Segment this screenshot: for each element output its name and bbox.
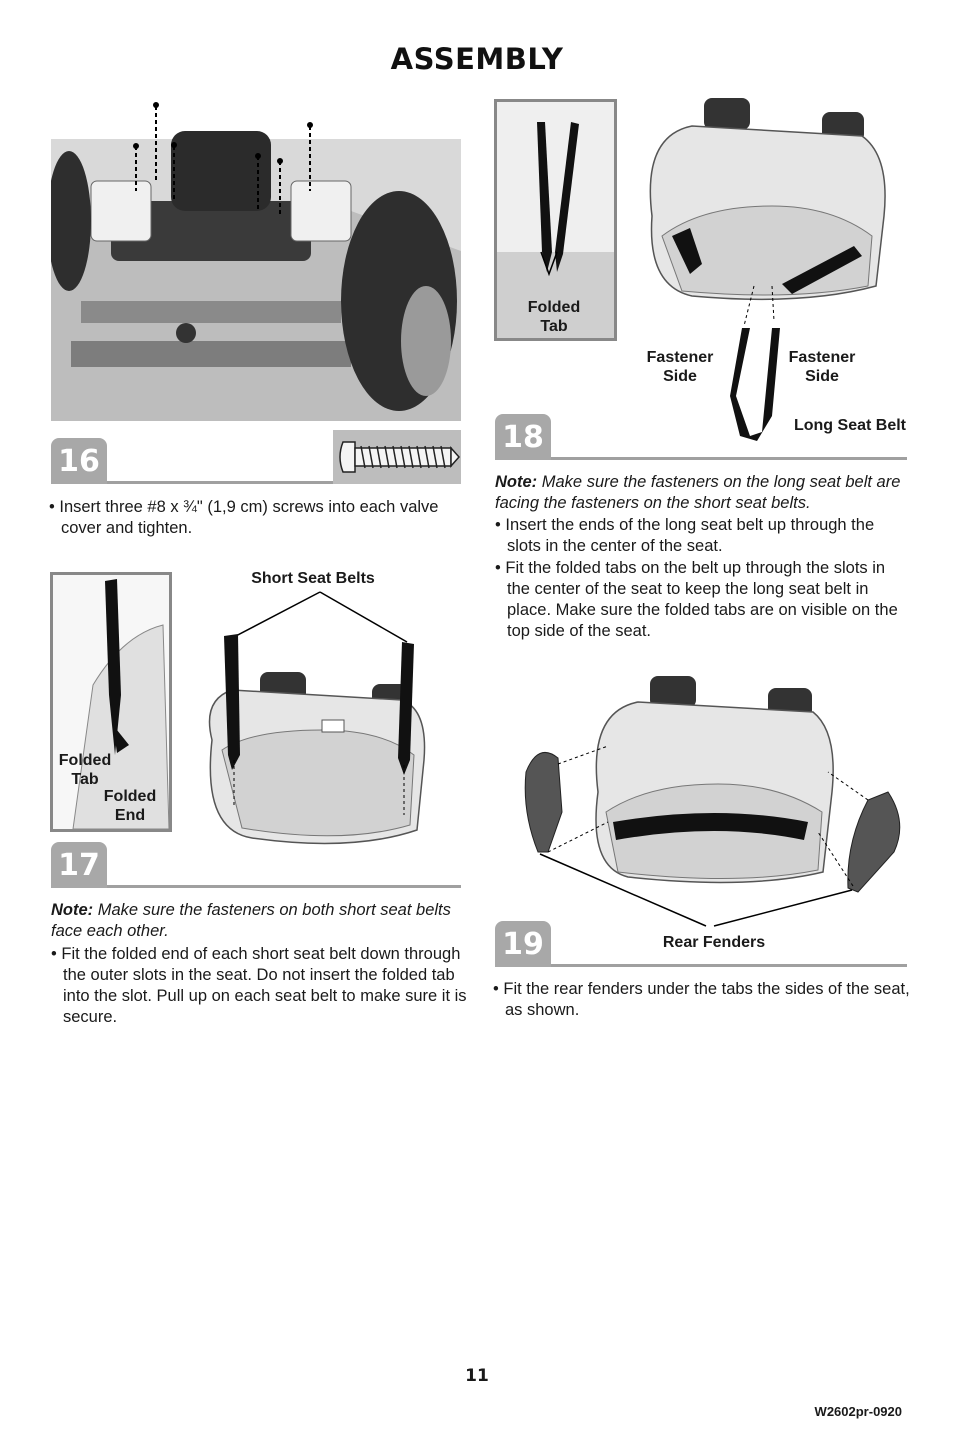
step17-seat-illustration <box>192 590 442 850</box>
screw-icon <box>333 430 461 484</box>
rear-fenders-label: Rear Fenders <box>662 934 766 951</box>
document-code: W2602pr-0920 <box>814 1404 902 1419</box>
step18-inset: Folded Tab <box>494 99 617 341</box>
step18-number: 18 <box>495 414 551 460</box>
short-seat-belts-label: Short Seat Belts <box>251 570 375 587</box>
step18-header: 18 <box>495 414 907 460</box>
step18-instruction-1: • Insert the ends of the long seat belt … <box>495 516 875 555</box>
step18-note: Note: Make sure the fasteners on the lon… <box>495 472 907 514</box>
page-title: ASSEMBLY <box>390 42 564 76</box>
step16-illustration <box>47 101 461 421</box>
step17-divider <box>107 885 461 888</box>
step19-instruction: • Fit the rear fenders under the tabs th… <box>493 980 910 1019</box>
step18-instruction-2: • Fit the folded tabs on the belt up thr… <box>495 559 898 640</box>
step16-number: 16 <box>51 438 107 484</box>
long-seat-belt-label: Long Seat Belt <box>793 417 906 434</box>
step18-note-text: Make sure the fasteners on the long seat… <box>495 473 901 512</box>
folded-end-label: Folded End <box>103 788 157 824</box>
step16-header: 16 <box>51 438 461 484</box>
step17-instruction: • Fit the folded end of each short seat … <box>51 945 467 1026</box>
step19-header: 19 <box>495 921 907 967</box>
step18-folded-tab-label: Folded Tab <box>527 299 581 335</box>
step16-divider <box>107 481 461 484</box>
step19-seat-illustration <box>518 672 906 932</box>
step17-header: 17 <box>51 842 461 888</box>
fastener-side-left-label: Fastener Side <box>646 349 714 385</box>
folded-tab-label: Folded Tab <box>58 752 112 788</box>
step18-divider <box>551 457 907 460</box>
page-number: 11 <box>465 1366 489 1386</box>
step19-number: 19 <box>495 921 551 967</box>
step17-number: 17 <box>51 842 107 888</box>
step17-inset: Folded Tab Folded End <box>50 572 172 832</box>
step18-seat-illustration <box>632 96 902 446</box>
step17-note: Note: Make sure the fasteners on both sh… <box>51 900 461 942</box>
step19-divider <box>551 964 907 967</box>
fastener-side-right-label: Fastener Side <box>788 349 856 385</box>
step17-note-text: Make sure the fasteners on both short se… <box>51 901 451 940</box>
step16-instruction: • Insert three #8 x ¾" (1,9 cm) screws i… <box>49 498 439 537</box>
step18-note-prefix: Note: <box>495 473 538 491</box>
step17-note-prefix: Note: <box>51 901 94 919</box>
